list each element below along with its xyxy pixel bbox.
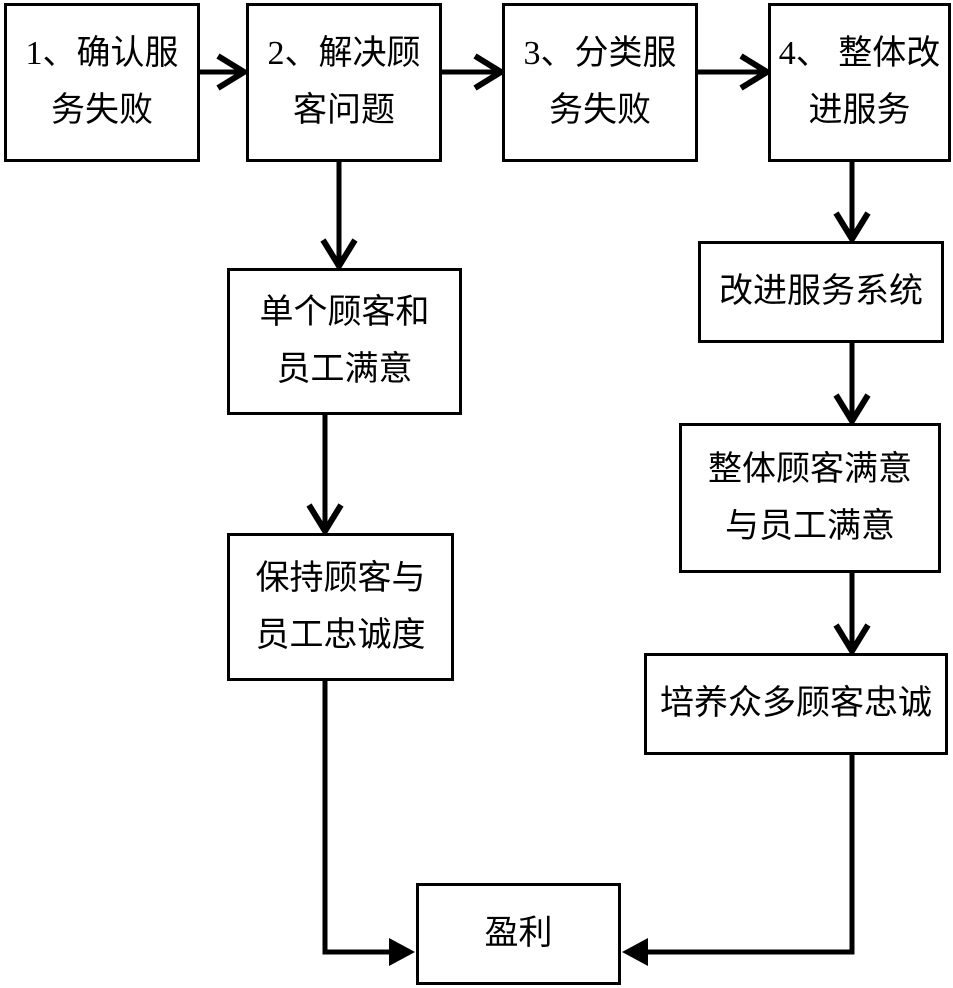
node-cultivate-many-customer-loyalty: 培养众多顾客忠诚 <box>644 653 948 755</box>
edge-overall-cultivate <box>833 573 871 657</box>
edge-loyalty-profit <box>322 681 415 966</box>
node-maintain-customer-employee-loyalty: 保持顾客与 员工忠诚度 <box>227 533 454 681</box>
node-loyalty-line2: 员工忠诚度 <box>255 616 426 654</box>
node-overall-line2: 与员工满意 <box>725 507 895 545</box>
node-individual-line1: 单个顾客和 <box>259 294 430 331</box>
node-step4-overall-improve-service: 4、 整体改 进服务 <box>768 3 951 162</box>
node-overall-line1: 整体顾客满意 <box>708 450 912 488</box>
edge-individual-loyalty <box>306 415 344 537</box>
node-step4-line1: 4、 整体改 <box>778 35 941 72</box>
edge-step1-step2 <box>200 53 250 91</box>
node-step3-line2: 务失败 <box>549 92 651 129</box>
edge-step4-system <box>833 162 871 245</box>
node-cultivate-line1: 培养众多顾客忠诚 <box>660 685 932 722</box>
node-step2-line2: 客问题 <box>293 92 395 129</box>
edge-system-overall <box>833 343 871 427</box>
edge-cultivate-profit <box>622 755 855 966</box>
node-step2-solve-customer-problems: 2、解决顾 客问题 <box>246 3 442 162</box>
node-profit: 盈利 <box>416 883 621 985</box>
node-step1-line2: 务失败 <box>51 92 153 129</box>
node-step3-classify-service-failures: 3、分类服 务失败 <box>502 3 698 162</box>
node-overall-customer-employee-satisfaction: 整体顾客满意 与员工满意 <box>679 423 941 573</box>
node-step2-line1: 2、解决顾 <box>267 35 421 72</box>
node-step1-line1: 1、确认服 <box>25 35 179 72</box>
node-individual-line2: 员工满意 <box>276 351 413 388</box>
edge-step3-step4 <box>698 53 773 91</box>
edge-step2-step3 <box>442 53 507 91</box>
node-step3-line1: 3、分类服 <box>523 35 677 72</box>
node-loyalty-line1: 保持顾客与 <box>255 559 426 597</box>
node-individual-customer-employee-satisfaction: 单个顾客和 员工满意 <box>227 268 462 415</box>
node-step4-line2: 进服务 <box>808 92 911 129</box>
node-profit-line1: 盈利 <box>484 915 553 952</box>
node-step1-confirm-service-failure: 1、确认服 务失败 <box>4 3 200 162</box>
node-improve-service-system: 改进服务系统 <box>698 241 944 343</box>
edge-step2-individual <box>320 162 358 272</box>
node-system-line1: 改进服务系统 <box>719 273 923 310</box>
